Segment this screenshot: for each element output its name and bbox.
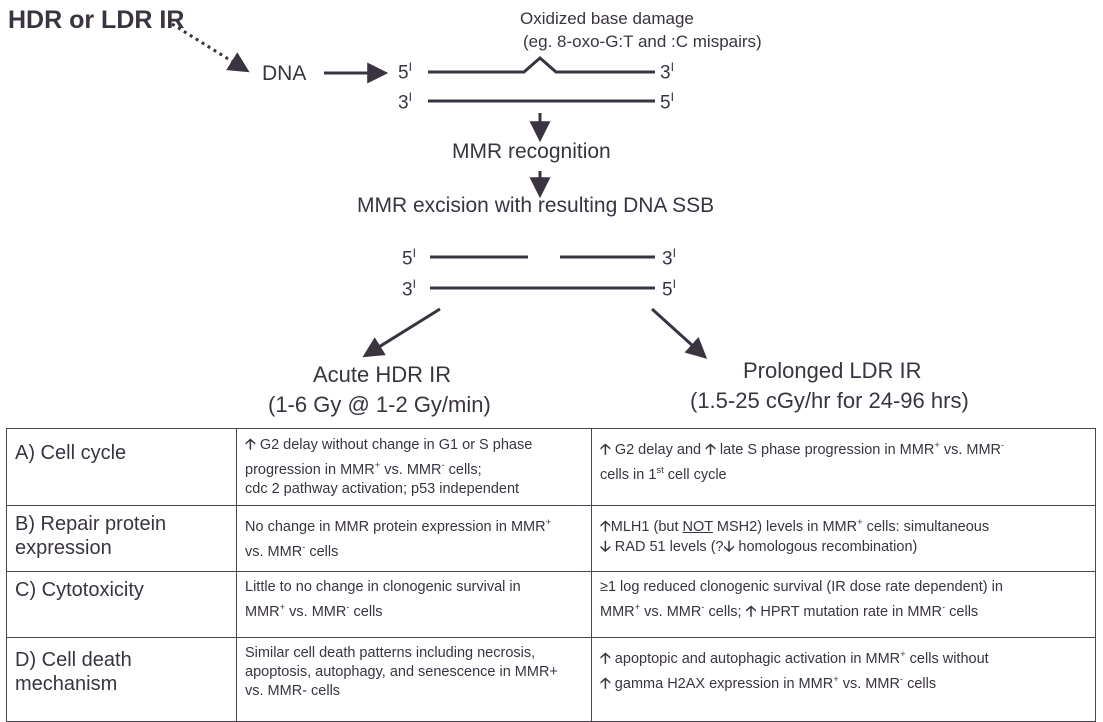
cell-hdr-cell-death: Similar cell death patterns including ne… [236,636,592,722]
ssb-end-3-top: 3I [662,246,677,270]
strand-end-3-bottom: 3I [398,90,413,114]
branch-ldr-sub: (1.5-25 cGy/hr for 24-96 hrs) [690,388,969,413]
ssb-end-5-top: 5I [402,246,417,270]
cell-ldr-cytotoxicity: ≥1 log reduced clonogenic survival (IR d… [591,570,1096,638]
mmr-diagram: HDR or LDR IR DNA Oxidized base damage (… [8,6,969,417]
damage-label-2: (eg. 8-oxo-G:T and :C mispairs) [523,32,762,51]
ssb-end-3-bottom: 3I [402,277,417,301]
ssb-end-5-bottom: 5I [662,277,677,301]
comparison-table: A) Cell cycle 🡡 G2 delay without change … [6,428,1096,722]
damage-label-1: Oxidized base damage [520,9,694,28]
arrow-up-icon: 🡡 [705,440,716,458]
row-label-cell-cycle: A) Cell cycle [6,428,237,506]
table-row-cell-cycle: A) Cell cycle 🡡 G2 delay without change … [6,428,1096,506]
arrow-up-icon: 🡡 [600,440,611,458]
cell-hdr-cytotoxicity: Little to no change in clonogenic surviv… [236,570,592,638]
row-label-cytotoxicity: C) Cytotoxicity [6,570,237,638]
branch-ldr-title: Prolonged LDR IR [743,358,922,383]
branch-arrow-ldr [650,307,708,359]
arrow-down-icon: 🡣 [723,537,735,555]
cell-ldr-cell-death: 🡡 apoptopic and autophagic activation in… [591,636,1096,722]
arrow-up-icon: 🡡 [600,517,611,535]
cell-ldr-cell-cycle: 🡡 G2 delay and 🡡 late S phase progressio… [591,428,1096,506]
damaged-strand-top [428,56,655,74]
step-recognition: MMR recognition [452,140,611,163]
step-excision: MMR excision with resulting DNA SSB [357,194,715,217]
source-label: HDR or LDR IR [8,6,185,34]
diagram-lines [171,22,708,359]
strand-end-3-top: 3I [660,60,675,84]
cell-ldr-repair-protein: 🡡MLH1 (but NOT MSH2) levels in MMR+ cell… [591,504,1096,572]
arrow-up-icon: 🡡 [745,602,757,620]
cell-hdr-repair-protein: No change in MMR protein expression in M… [236,504,592,572]
strand-end-5-top: 5I [398,60,413,84]
branch-arrow-hdr [362,307,441,358]
arrow-up-icon: 🡡 [600,674,611,692]
cell-hdr-cell-cycle: 🡡 G2 delay without change in G1 or S pha… [236,428,592,506]
branch-hdr-sub: (1-6 Gy @ 1-2 Gy/min) [268,392,491,417]
arrow-up-icon: 🡡 [245,436,256,453]
strand-end-5-bottom: 5I [660,90,675,114]
arrow-up-icon: 🡡 [600,649,611,667]
arrow-down-icon: 🡣 [600,537,611,555]
table-row-cytotoxicity: C) Cytotoxicity Little to no change in c… [6,570,1096,638]
dotted-arrow [171,22,250,73]
dna-label: DNA [262,62,307,85]
branch-hdr-title: Acute HDR IR [313,362,452,387]
